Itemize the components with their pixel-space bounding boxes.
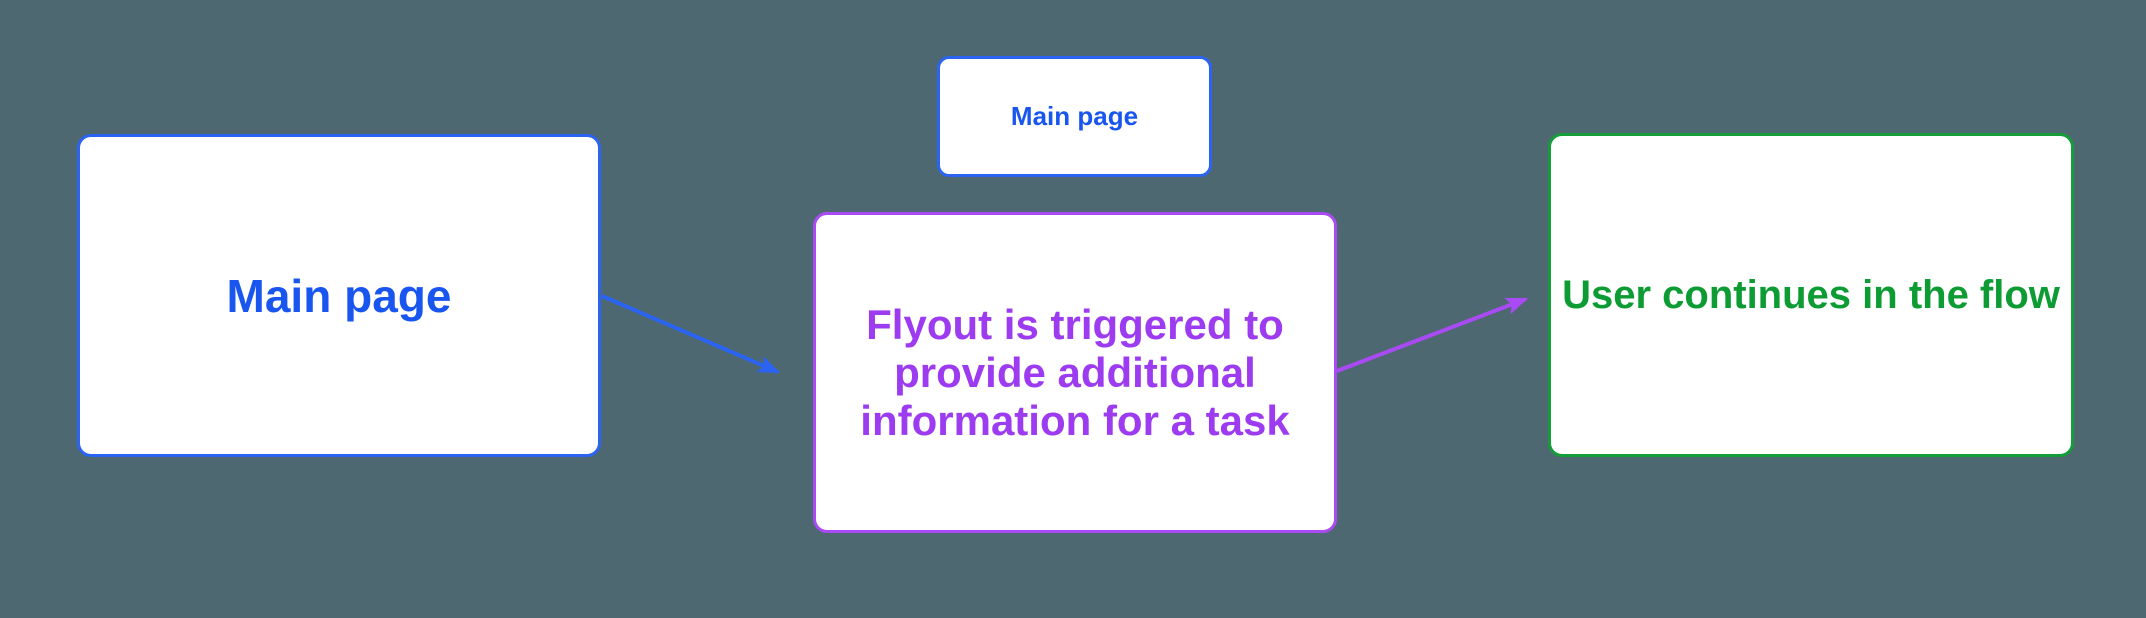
node-user-continues: User continues in the flow (1548, 133, 2074, 457)
connector-flyout-to-user-arrow (1336, 297, 1529, 373)
node-main-page-label: Main page (226, 269, 452, 322)
node-main-page-small-label: Main page (1010, 101, 1139, 131)
node-flyout-triggered-label: Flyout is triggered to provide additiona… (860, 300, 1290, 444)
node-flyout-triggered: Flyout is triggered to provide additiona… (813, 212, 1337, 533)
node-main-page: Main page (77, 134, 601, 457)
node-main-page-small: Main page (937, 56, 1212, 177)
connector-main-to-flyout-arrow (601, 294, 781, 374)
node-user-continues-label: User continues in the flow (1562, 272, 2060, 317)
